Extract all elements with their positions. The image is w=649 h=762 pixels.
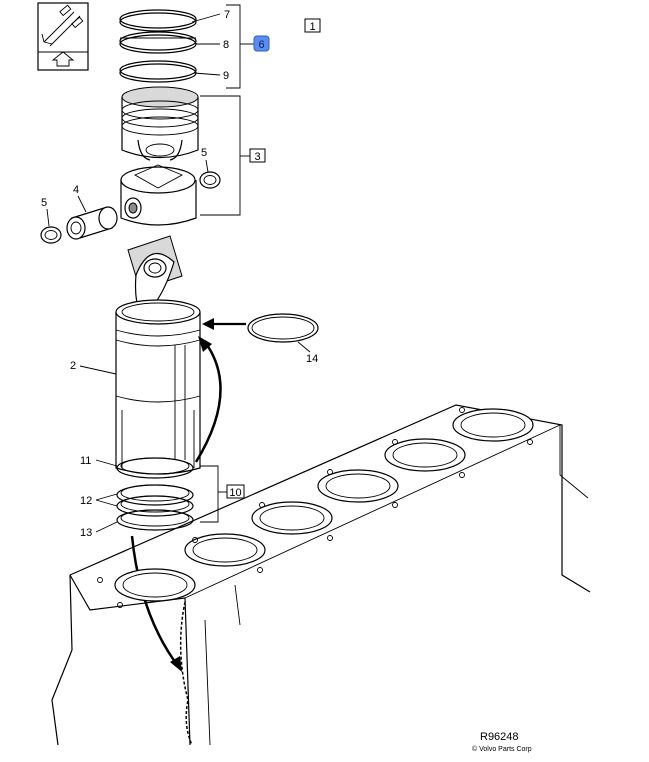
callout-8: 8 [223, 39, 229, 51]
copyright-notice: © Volvo Parts Corp [472, 745, 532, 753]
leader-lines [46, 4, 311, 533]
callout-7: 7 [224, 9, 230, 21]
callout-13: 13 [80, 527, 92, 539]
liner-seal-rings [116, 457, 194, 531]
engine-block [51, 404, 591, 746]
circlip-right [199, 171, 221, 189]
callout-4: 4 [73, 184, 79, 196]
orientation-symbol [37, 2, 89, 71]
callout-14: 14 [306, 353, 318, 365]
svg-text:3: 3 [254, 151, 260, 163]
connecting-rod [127, 235, 183, 315]
svg-text:10: 10 [229, 487, 241, 499]
callout-5-right: 5 [201, 147, 207, 159]
arrow-into-block [130, 535, 182, 672]
arrow-curved-assembly [194, 336, 222, 463]
cylinder-liner [115, 299, 201, 475]
svg-text:6: 6 [258, 39, 264, 51]
callout-12: 12 [80, 495, 92, 507]
connecting-rod-small-end [120, 164, 197, 226]
sealing-ring-14 [247, 313, 319, 343]
piston-pin [66, 206, 118, 240]
callout-9: 9 [223, 70, 229, 82]
callout-6-highlighted[interactable]: 6 [253, 35, 270, 52]
reference-code: R96248 [480, 731, 519, 743]
callout-1: 1 [304, 18, 321, 33]
circlip-left [40, 226, 62, 244]
callout-11: 11 [80, 455, 91, 467]
piston-ring-set [119, 9, 197, 83]
piston [121, 86, 199, 161]
callout-5-left: 5 [41, 197, 47, 209]
arrow-seal-to-liner [202, 318, 246, 330]
callout-3: 3 [249, 148, 266, 163]
callout-2: 2 [70, 360, 76, 372]
callout-10: 10 [226, 484, 245, 499]
svg-text:1: 1 [309, 21, 315, 33]
